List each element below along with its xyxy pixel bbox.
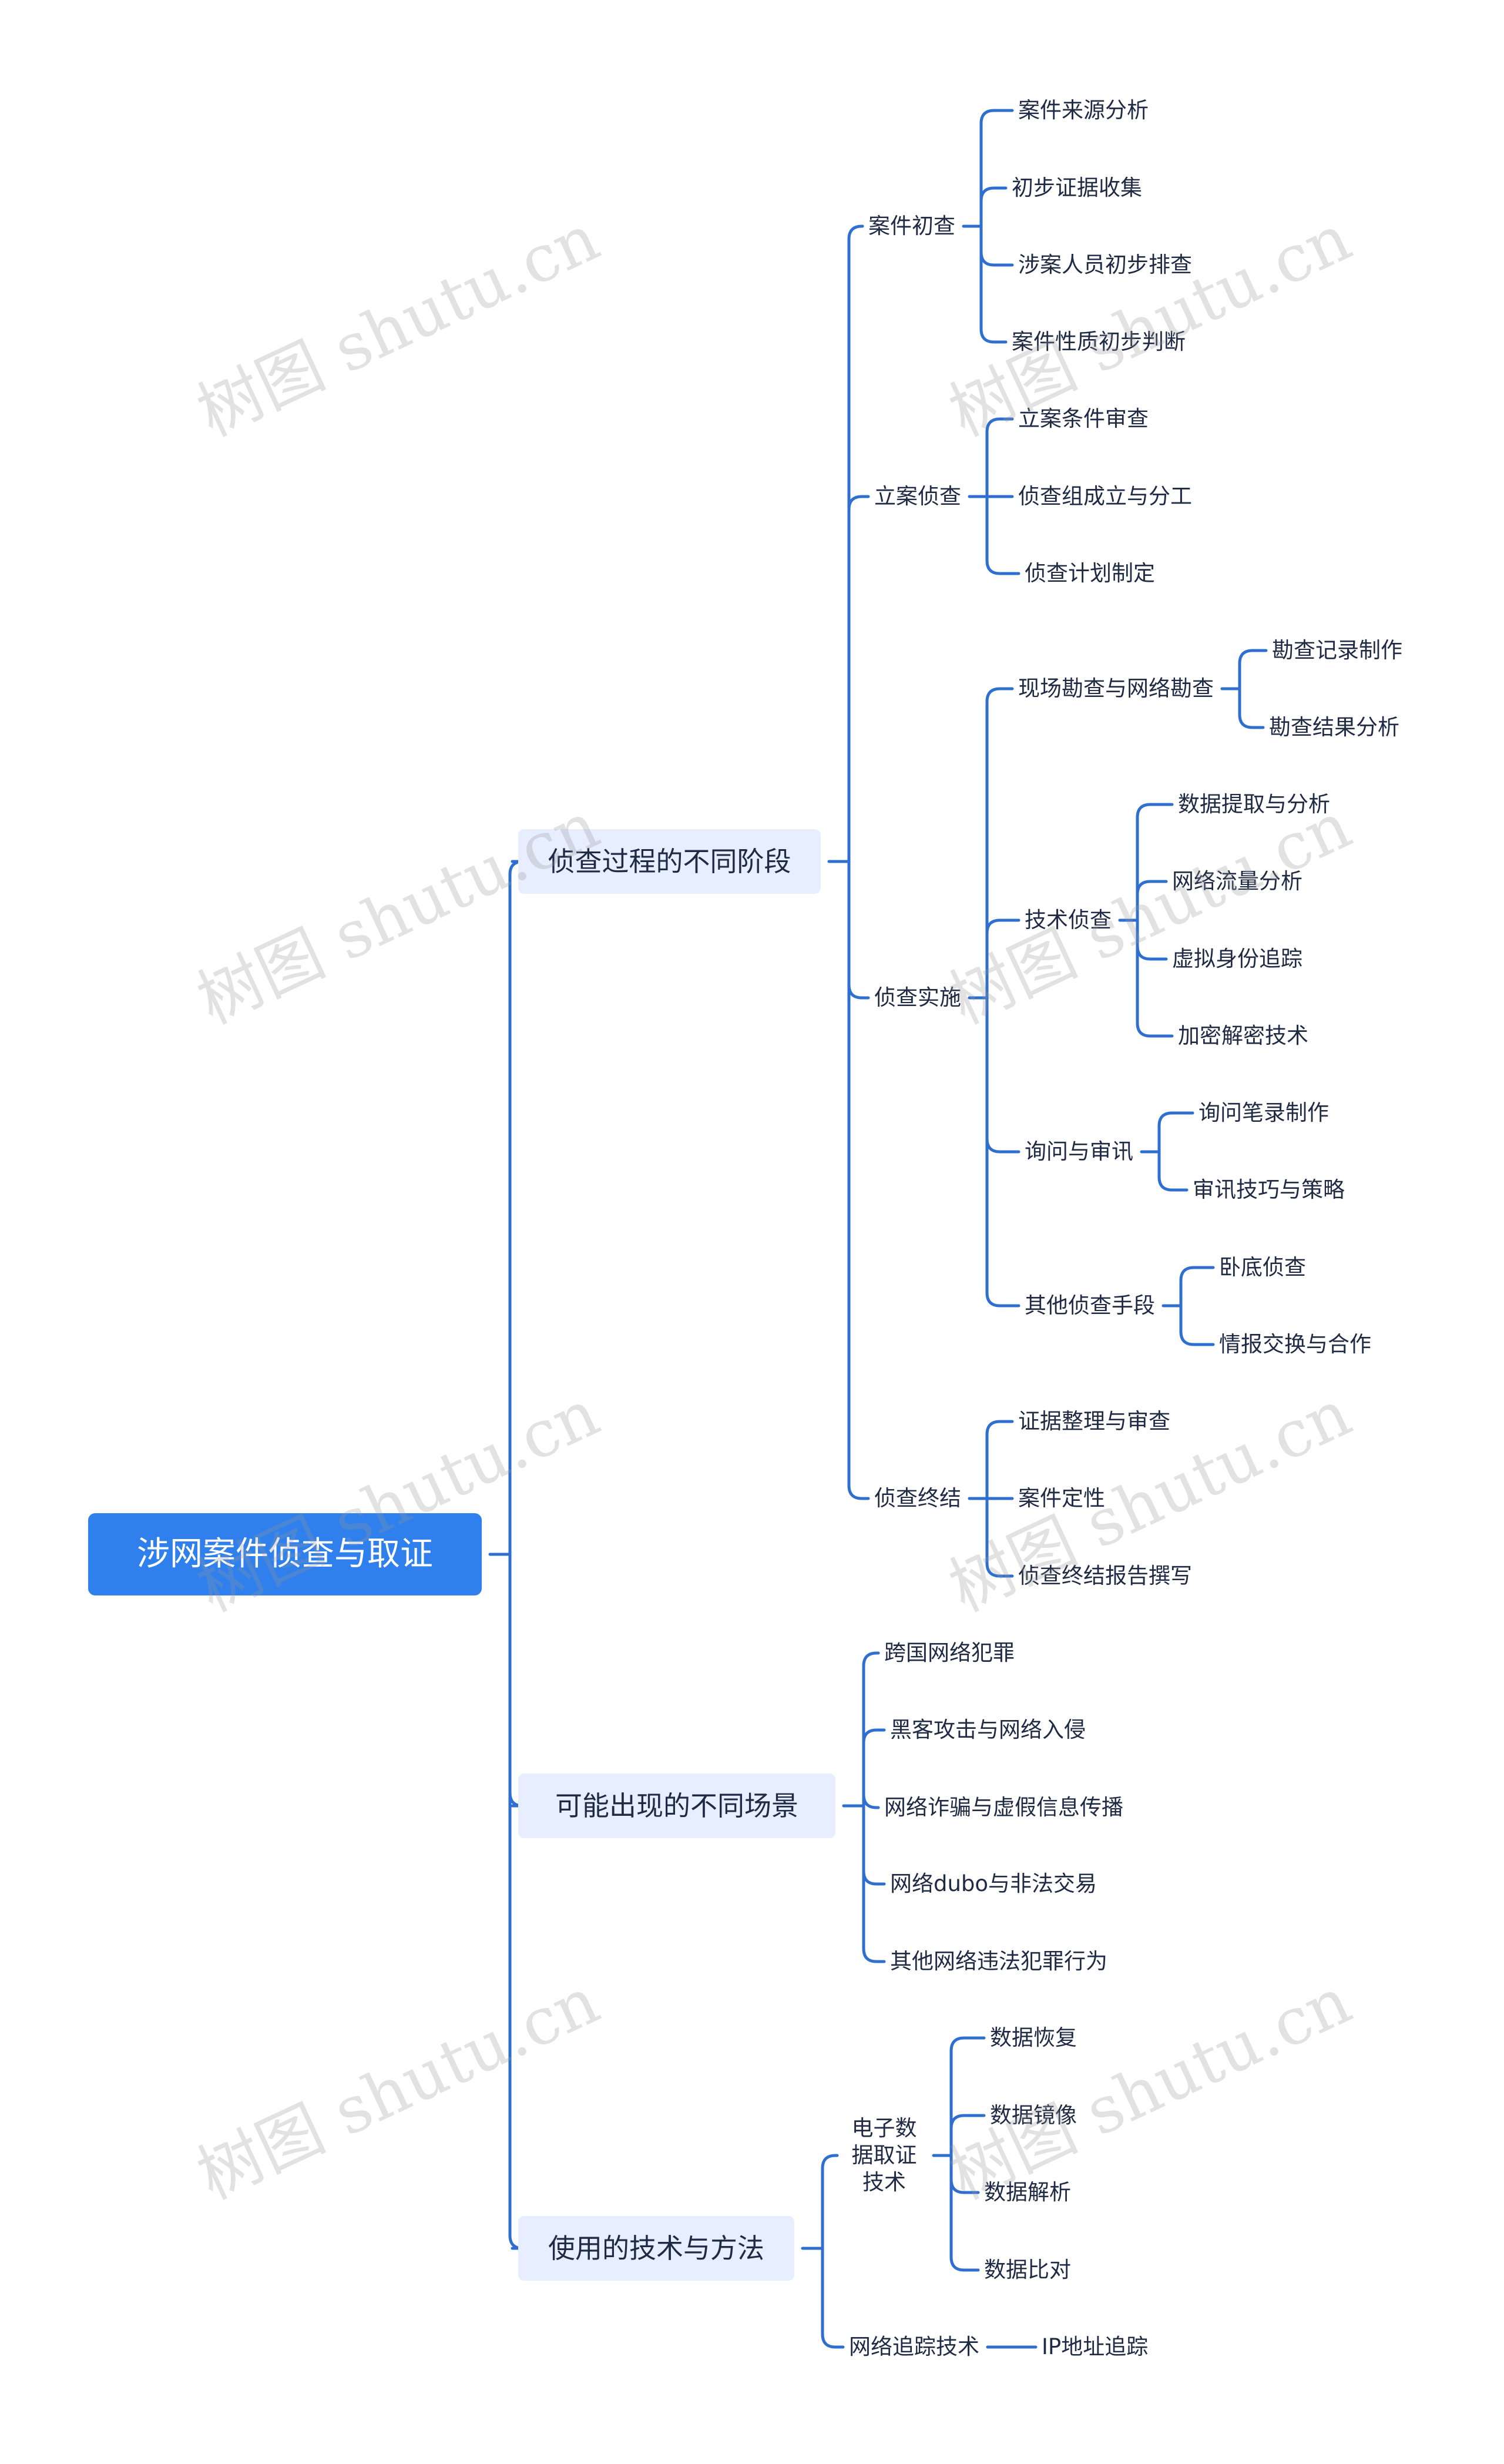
leaf-data-recovery[interactable]: 数据恢复 bbox=[990, 2025, 1077, 2050]
node-investigation-conclusion[interactable]: 侦查终结 bbox=[874, 1486, 961, 1511]
connector-n-b0-2-2 bbox=[1140, 1111, 1194, 1192]
leaf-interrogation-skills[interactable]: 审讯技巧与策略 bbox=[1193, 1177, 1345, 1202]
leaf-encryption[interactable]: 加密解密技术 bbox=[1178, 1023, 1308, 1048]
leaf-suspect-screening[interactable]: 涉案人员初步排查 bbox=[1018, 252, 1192, 277]
leaf-data-parsing[interactable]: 数据解析 bbox=[984, 2180, 1071, 2205]
leaf-intel-exchange[interactable]: 情报交换与合作 bbox=[1219, 1332, 1371, 1357]
leaf-inspection-result[interactable]: 勘查结果分析 bbox=[1269, 715, 1399, 740]
node-investigation-implementation[interactable]: 侦查实施 bbox=[874, 985, 961, 1010]
leaf-illegal-trade[interactable]: 网络dubo与非法交易 bbox=[890, 1871, 1097, 1896]
connector-n-b0-2-0 bbox=[1220, 649, 1268, 729]
leaf-inspection-record[interactable]: 勘查记录制作 bbox=[1272, 638, 1402, 663]
connector-n-b1 bbox=[842, 1651, 886, 1963]
connector-n-b0-2-3 bbox=[1161, 1266, 1215, 1346]
connector-n-root bbox=[488, 860, 523, 2250]
connector-n-b0-2 bbox=[968, 687, 1020, 1308]
node-preliminary-investigation[interactable]: 案件初查 bbox=[868, 213, 955, 239]
connector-n-b0-3 bbox=[968, 1420, 1014, 1578]
node-technical-investigation[interactable]: 技术侦查 bbox=[1025, 907, 1112, 933]
node-electronic-forensics[interactable]: 电子数据取证技术 bbox=[851, 2116, 917, 2195]
branch-techniques[interactable]: 使用的技术与方法 bbox=[518, 2216, 794, 2281]
connector-n-b0 bbox=[827, 224, 870, 1500]
leaf-filing-conditions[interactable]: 立案条件审查 bbox=[1018, 406, 1149, 431]
leaf-final-report[interactable]: 侦查终结报告撰写 bbox=[1018, 1563, 1192, 1588]
leaf-traffic-analysis[interactable]: 网络流量分析 bbox=[1172, 869, 1302, 894]
leaf-case-characterization[interactable]: 案件定性 bbox=[1018, 1486, 1105, 1511]
leaf-data-imaging[interactable]: 数据镜像 bbox=[990, 2103, 1077, 2128]
root-node[interactable]: 涉网案件侦查与取证 bbox=[88, 1513, 482, 1595]
leaf-other-crimes[interactable]: 其他网络违法犯罪行为 bbox=[890, 1949, 1107, 1974]
leaf-online-fraud[interactable]: 网络诈骗与虚假信息传播 bbox=[884, 1795, 1123, 1820]
leaf-data-comparison[interactable]: 数据比对 bbox=[984, 2257, 1071, 2282]
leaf-initial-evidence[interactable]: 初步证据收集 bbox=[1012, 175, 1142, 200]
leaf-interview-record[interactable]: 询问笔录制作 bbox=[1198, 1100, 1329, 1125]
connector-n-b0-2-1 bbox=[1118, 803, 1174, 1038]
leaf-case-nature[interactable]: 案件性质初步判断 bbox=[1012, 329, 1186, 354]
connector-n-b0-0 bbox=[962, 109, 1014, 344]
leaf-undercover[interactable]: 卧底侦查 bbox=[1219, 1255, 1306, 1280]
node-scene-inspection[interactable]: 现场勘查与网络勘查 bbox=[1018, 676, 1214, 701]
node-interrogation[interactable]: 询问与审讯 bbox=[1025, 1139, 1133, 1164]
branch-scenarios[interactable]: 可能出现的不同场景 bbox=[518, 1774, 835, 1838]
leaf-case-source-analysis[interactable]: 案件来源分析 bbox=[1018, 98, 1149, 123]
leaf-ip-tracing[interactable]: IP地址追踪 bbox=[1042, 2334, 1149, 2359]
leaf-data-extraction[interactable]: 数据提取与分析 bbox=[1178, 792, 1330, 817]
leaf-hacker-attack[interactable]: 黑客攻击与网络入侵 bbox=[890, 1717, 1086, 1742]
node-network-tracing[interactable]: 网络追踪技术 bbox=[849, 2334, 979, 2359]
leaf-transnational-crime[interactable]: 跨国网络犯罪 bbox=[884, 1640, 1015, 1665]
node-other-means[interactable]: 其他侦查手段 bbox=[1025, 1293, 1155, 1318]
connector-n-b2-0 bbox=[932, 2036, 986, 2272]
branch-investigation-stages[interactable]: 侦查过程的不同阶段 bbox=[518, 829, 821, 894]
leaf-evidence-review[interactable]: 证据整理与审查 bbox=[1018, 1409, 1170, 1434]
node-filing-investigation[interactable]: 立案侦查 bbox=[874, 484, 961, 509]
connector-n-b0-1 bbox=[968, 417, 1020, 575]
leaf-investigation-plan[interactable]: 侦查计划制定 bbox=[1025, 561, 1155, 586]
connector-n-b2 bbox=[801, 2154, 845, 2349]
leaf-team-formation[interactable]: 侦查组成立与分工 bbox=[1018, 484, 1192, 509]
leaf-virtual-identity[interactable]: 虚拟身份追踪 bbox=[1172, 946, 1302, 971]
